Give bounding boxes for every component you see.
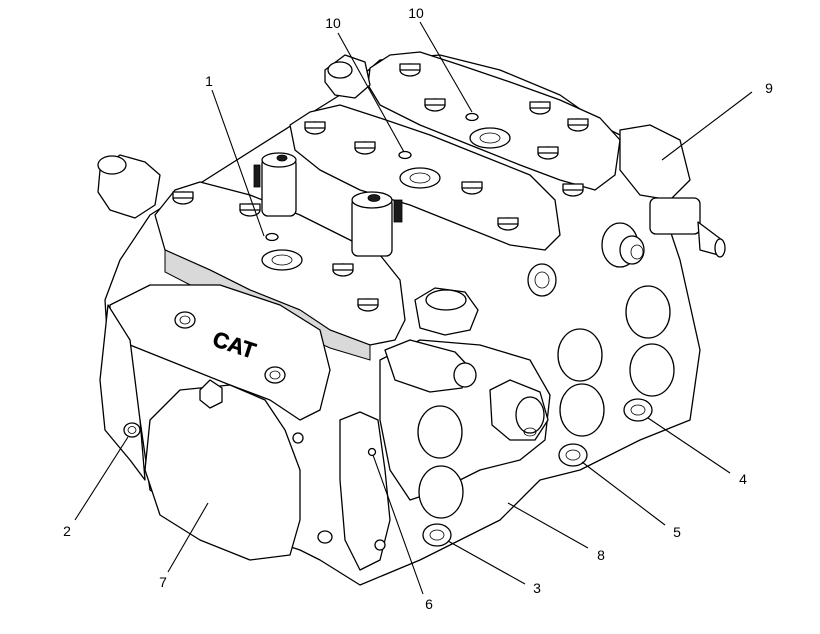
bolt-icon	[172, 191, 194, 205]
top-fitting	[324, 54, 371, 99]
bolt-icon	[529, 101, 551, 115]
plug-icon	[417, 405, 463, 459]
bolt-icon	[567, 118, 589, 132]
leader-lines	[74, 21, 753, 595]
plug-icon	[625, 285, 671, 339]
leader-line-2	[74, 436, 129, 521]
plug-icon	[558, 443, 588, 467]
spool-shaft	[601, 124, 726, 268]
plugs-right	[527, 263, 675, 467]
port-icon	[261, 249, 303, 271]
port-icon	[469, 127, 511, 149]
callout-4: 4	[739, 471, 747, 487]
bolt-icon	[562, 183, 584, 197]
leader-line-10b	[419, 21, 473, 113]
callout-labels: 1 2 3 4 5 6 7 8 9 10 10	[63, 5, 773, 612]
left-cover: CAT	[99, 284, 386, 561]
callout-3: 3	[533, 580, 541, 596]
bolt-heads	[172, 63, 589, 312]
plug-icon	[629, 343, 675, 397]
bolt-icon	[497, 217, 519, 231]
port-icon	[265, 232, 279, 242]
leader-line-9	[661, 91, 753, 161]
ports	[261, 112, 511, 271]
bolt-icon	[354, 141, 376, 155]
leader-line-1	[211, 89, 265, 237]
bolt-icon	[332, 263, 354, 277]
bolt-icon	[537, 146, 559, 160]
bolt-icon	[357, 298, 379, 312]
callout-9: 9	[765, 80, 773, 96]
plug-icon	[557, 328, 603, 382]
bolt-icon	[239, 203, 261, 217]
callout-6: 6	[425, 596, 433, 612]
bolt-icon	[424, 98, 446, 112]
leader-line-7	[167, 502, 209, 573]
callout-10b: 10	[408, 5, 424, 21]
front-section	[339, 287, 551, 571]
leader-line-3	[447, 540, 526, 585]
callout-7: 7	[159, 574, 167, 590]
bolt-icon	[304, 121, 326, 135]
callout-2: 2	[63, 523, 71, 539]
plug-icon	[559, 383, 605, 437]
plug-icon	[422, 523, 452, 547]
plug-icon	[418, 465, 464, 519]
callout-5: 5	[673, 524, 681, 540]
port-icon	[465, 112, 479, 122]
callout-8: 8	[597, 547, 605, 563]
bolt-icon	[461, 181, 483, 195]
fitting-icon	[527, 263, 557, 297]
bolt-icon	[399, 63, 421, 77]
leader-line-5	[581, 461, 666, 526]
leader-line-6	[372, 454, 424, 595]
leader-line-10a	[337, 32, 405, 153]
plug-icon	[623, 398, 653, 422]
solenoid-left	[253, 152, 297, 217]
callout-10a: 10	[325, 15, 341, 31]
port-icon	[398, 150, 412, 160]
end-fitting-left	[97, 154, 161, 219]
leader-line-8	[507, 502, 589, 549]
leader-line-4	[647, 417, 731, 474]
port-icon	[399, 167, 441, 189]
solenoid-right	[351, 191, 403, 257]
callout-1: 1	[205, 73, 213, 89]
